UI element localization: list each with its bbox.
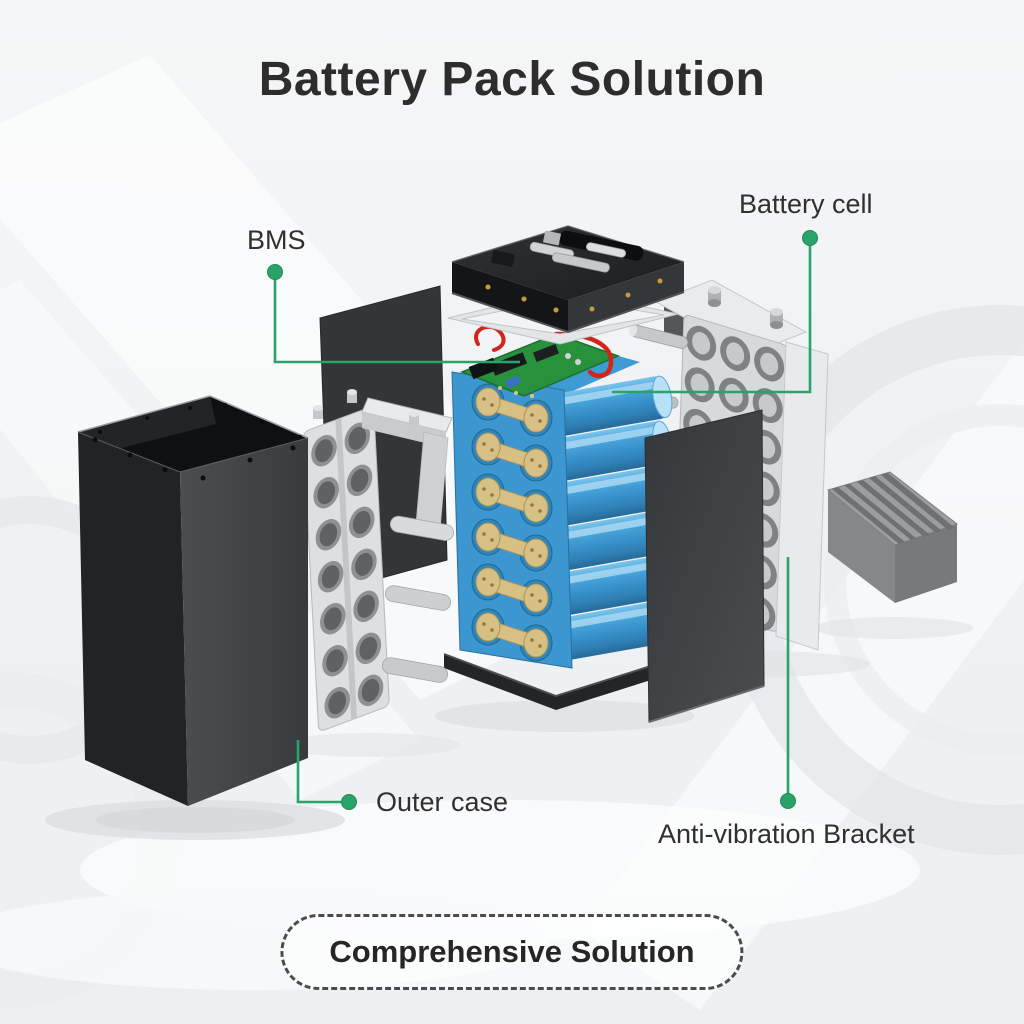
top-cover-with-terminals [451,225,685,334]
callout-line-battery-cell [612,230,818,394]
insulation-panel-right [644,409,765,723]
outer-case [77,395,309,806]
case-rivet-holes [92,403,302,481]
nickel-strips [475,387,549,658]
callout-label-anti-vibration-bracket: Anti-vibration Bracket [658,819,915,849]
callout-connectors [267,230,818,810]
weld-dots [482,397,542,648]
lid-terminals [491,230,644,273]
callout-line-anti-vibration [780,557,796,809]
cell-holder-bracket-left [302,389,455,731]
callout-label-bms: BMS [247,225,306,255]
page-title: Battery Pack Solution [258,53,766,107]
bolt-stud [708,286,783,329]
bracket-studs [313,389,419,425]
comprehensive-solution-badge: Comprehensive Solution [280,914,744,990]
callout-label-battery-cell: Battery cell [739,189,873,219]
lid-gold-contacts [485,278,663,313]
callout-label-outer-case: Outer case [376,787,509,817]
callout-line-outer-case [296,740,357,810]
callout-line-bms [267,264,520,364]
cell-holder-tray [826,471,959,603]
